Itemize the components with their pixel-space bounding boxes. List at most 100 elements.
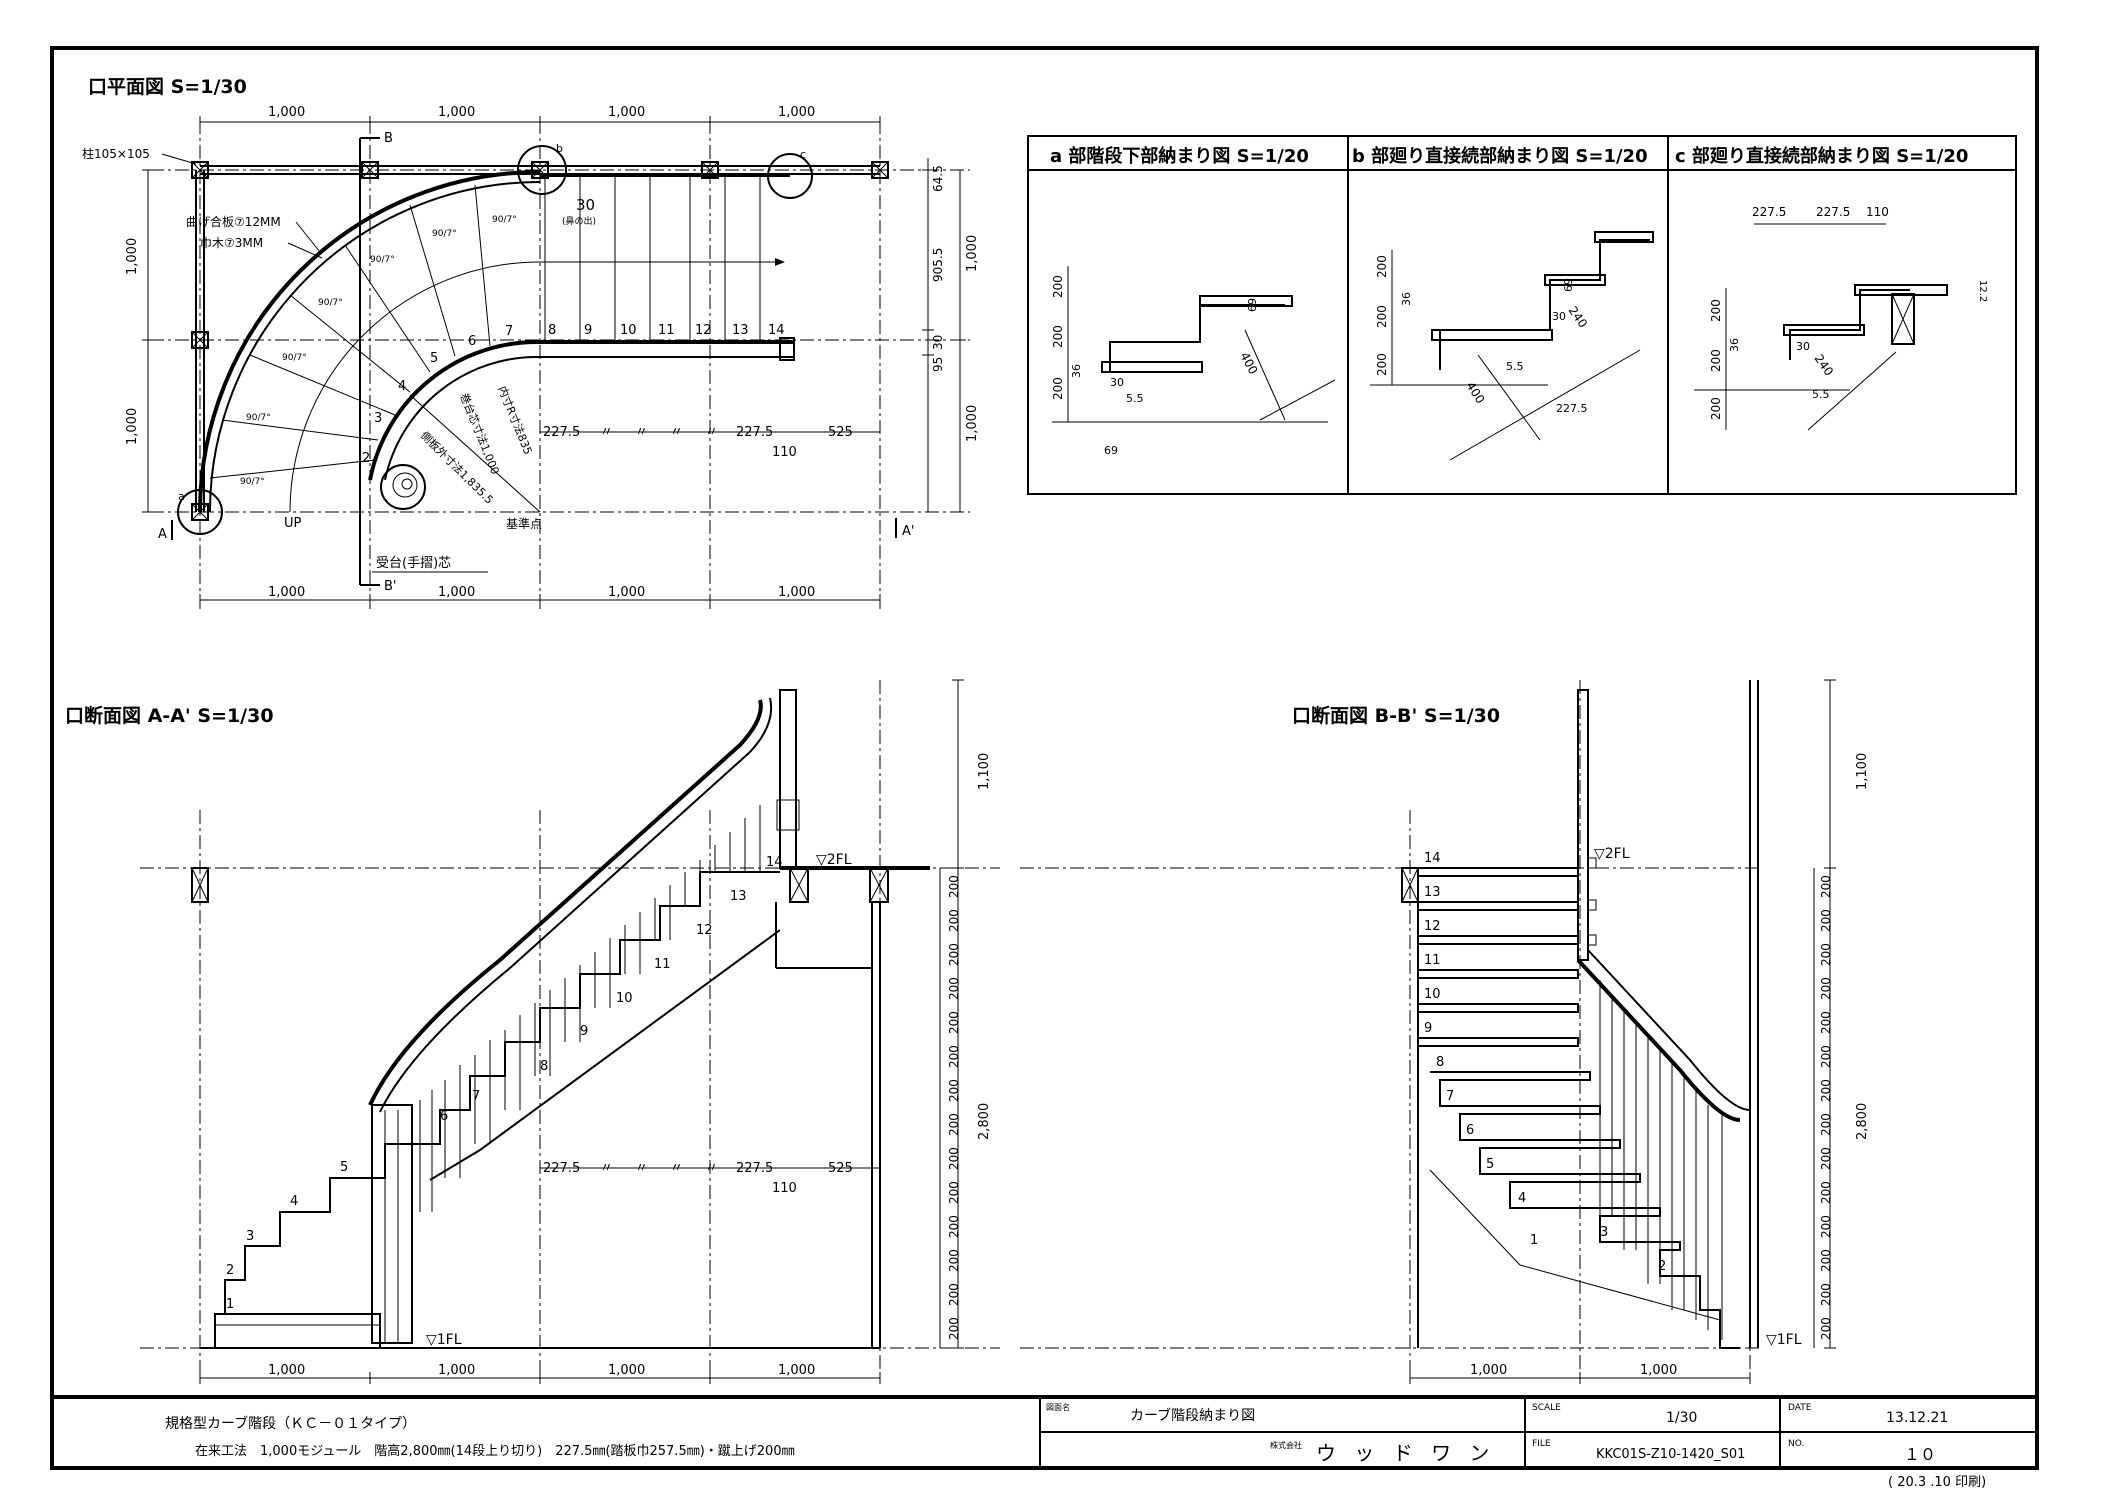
svg-text:200: 200 <box>1709 299 1723 322</box>
svg-text:200: 200 <box>1709 397 1723 420</box>
svg-text:110: 110 <box>1866 205 1889 219</box>
drawing-name: カーブ階段納まり図 <box>1130 1407 1255 1424</box>
up-label: UP <box>284 516 302 531</box>
sheet-border <box>50 46 2039 1470</box>
svg-text:b: b <box>556 142 563 155</box>
svg-text:200: 200 <box>1051 325 1065 348</box>
svg-text:3: 3 <box>374 411 382 426</box>
svg-text:8: 8 <box>540 1059 548 1074</box>
svg-text:8: 8 <box>1436 1055 1444 1070</box>
svg-text:2: 2 <box>226 1263 234 1278</box>
svg-text:6: 6 <box>1466 1123 1474 1138</box>
svg-text:A: A <box>158 527 167 542</box>
svg-text:14: 14 <box>1424 851 1441 866</box>
section-aa-tread-dims: 227.5 〃 〃 〃 〃 227.5 525 110 <box>540 1161 880 1196</box>
plan-dims-bottom: 1,000 1,000 1,000 1,000 <box>199 585 881 606</box>
svg-text:95: 95 <box>931 357 945 372</box>
plan-dims-right: 64.5 905.5 30 95 1,000 1,000 <box>922 158 980 512</box>
svg-text:5: 5 <box>340 1160 348 1175</box>
company-name: ウ ッ ド ワ ン <box>1316 1441 1495 1465</box>
section-bb-vertical-dims: 1,100 2,800 200 200 200 200 200 200 200 … <box>1813 679 1870 1349</box>
section-bb-dims-bottom: 1,000 1,000 <box>1409 1363 1751 1384</box>
svg-text:11: 11 <box>1424 953 1441 968</box>
svg-text:200: 200 <box>1375 353 1389 376</box>
svg-text:4: 4 <box>398 379 406 394</box>
svg-text:巾木⑦3MM: 巾木⑦3MM <box>200 236 263 250</box>
svg-text:240: 240 <box>1812 352 1837 379</box>
detail-c: c 部廻り直接続部納まり図 S=1/20 227.5 227.5 110 200… <box>1675 145 1988 431</box>
svg-text:69: 69 <box>1562 278 1575 292</box>
svg-text:1,000: 1,000 <box>778 585 815 600</box>
svg-text:1,000: 1,000 <box>608 105 645 120</box>
svg-text:36: 36 <box>1728 338 1741 352</box>
plan-tread-labels: 90/7° 90/7° 90/7° 90/7° 90/7° 90/7° 90/7… <box>240 215 517 487</box>
svg-text:9: 9 <box>584 323 592 338</box>
section-aa-title: 口断面図 A-A' S=1/30 <box>65 704 274 727</box>
svg-text:9: 9 <box>1424 1021 1432 1036</box>
svg-text:巻台芯寸法1,000: 巻台芯寸法1,000 <box>457 391 502 476</box>
svg-text:1,000: 1,000 <box>1470 1363 1507 1378</box>
svg-text:30: 30 <box>1110 376 1124 389</box>
svg-text:200: 200 <box>947 1181 961 1204</box>
title-block: 規格型カーブ階段（ＫＣ－０１タイプ） 在来工法 1,000モジュール 階高2,8… <box>165 1397 2037 1490</box>
outer-stringer <box>198 170 541 513</box>
svg-text:4: 4 <box>1518 1191 1526 1206</box>
plan-step-numbers: 2 3 4 5 6 7 8 9 10 11 12 13 14 <box>362 323 785 466</box>
svg-text:NO.: NO. <box>1788 1439 1804 1449</box>
svg-text:14: 14 <box>766 855 783 870</box>
section-bb: 口断面図 B-B' S=1/30 <box>1020 679 1870 1384</box>
svg-text:200: 200 <box>947 1249 961 1272</box>
svg-text:9: 9 <box>580 1024 588 1039</box>
svg-text:11: 11 <box>654 957 671 972</box>
svg-text:200: 200 <box>1819 1317 1833 1340</box>
svg-text:200: 200 <box>1819 909 1833 932</box>
product-name: 規格型カーブ階段（ＫＣ－０１タイプ） <box>165 1415 416 1432</box>
plan-columns <box>191 161 889 521</box>
plan-dims-top: 1,000 1,000 1,000 1,000 <box>199 105 881 128</box>
svg-text:B: B <box>384 131 393 146</box>
svg-text:c 部廻り直接続部納まり図 S=1/20: c 部廻り直接続部納まり図 S=1/20 <box>1675 145 1968 167</box>
svg-text:5: 5 <box>430 351 438 366</box>
svg-text:64.5: 64.5 <box>931 165 945 192</box>
svg-text:227.5: 227.5 <box>1556 402 1588 415</box>
svg-text:1,000: 1,000 <box>778 1363 815 1378</box>
svg-text:5.5: 5.5 <box>1812 388 1830 401</box>
svg-text:200: 200 <box>1375 305 1389 328</box>
print-note: ( 20.3 .10 印刷) <box>1888 1475 1986 1490</box>
svg-text:200: 200 <box>1819 1249 1833 1272</box>
svg-text:12: 12 <box>695 323 712 338</box>
svg-text:13: 13 <box>730 889 747 904</box>
svg-text:1,000: 1,000 <box>268 105 305 120</box>
svg-text:2: 2 <box>362 451 370 466</box>
svg-text:200: 200 <box>947 1079 961 1102</box>
plan-title: 口平面図 S=1/30 <box>88 76 247 98</box>
svg-text:227.5: 227.5 <box>543 425 580 440</box>
svg-text:1,000: 1,000 <box>438 585 475 600</box>
svg-text:1,000: 1,000 <box>125 408 140 445</box>
volute <box>380 464 426 510</box>
svg-text:1,100: 1,100 <box>1855 753 1870 790</box>
section-aa-handrail <box>368 699 763 1106</box>
svg-text:曲げ合板⑦12MM: 曲げ合板⑦12MM <box>186 214 281 229</box>
number-value: １０ <box>1904 1445 1936 1464</box>
svg-text:200: 200 <box>947 1215 961 1238</box>
svg-text:30: 30 <box>1796 340 1810 353</box>
svg-text:110: 110 <box>772 1181 797 1196</box>
svg-text:1,000: 1,000 <box>438 1363 475 1378</box>
svg-text:14: 14 <box>768 323 785 338</box>
svg-text:〃: 〃 <box>600 425 613 440</box>
svg-text:1,000: 1,000 <box>965 235 980 272</box>
svg-text:〃: 〃 <box>635 425 648 440</box>
svg-text:▽2FL: ▽2FL <box>816 852 852 868</box>
svg-text:200: 200 <box>947 1045 961 1068</box>
svg-text:5.5: 5.5 <box>1506 360 1524 373</box>
svg-text:200: 200 <box>1819 977 1833 1000</box>
svg-text:10: 10 <box>616 991 633 1006</box>
svg-text:1,000: 1,000 <box>268 1363 305 1378</box>
svg-text:1,000: 1,000 <box>1640 1363 1677 1378</box>
svg-text:1: 1 <box>226 1297 234 1312</box>
inner-handrail <box>368 339 541 481</box>
svg-text:SCALE: SCALE <box>1532 1403 1561 1413</box>
svg-text:200: 200 <box>1819 1283 1833 1306</box>
